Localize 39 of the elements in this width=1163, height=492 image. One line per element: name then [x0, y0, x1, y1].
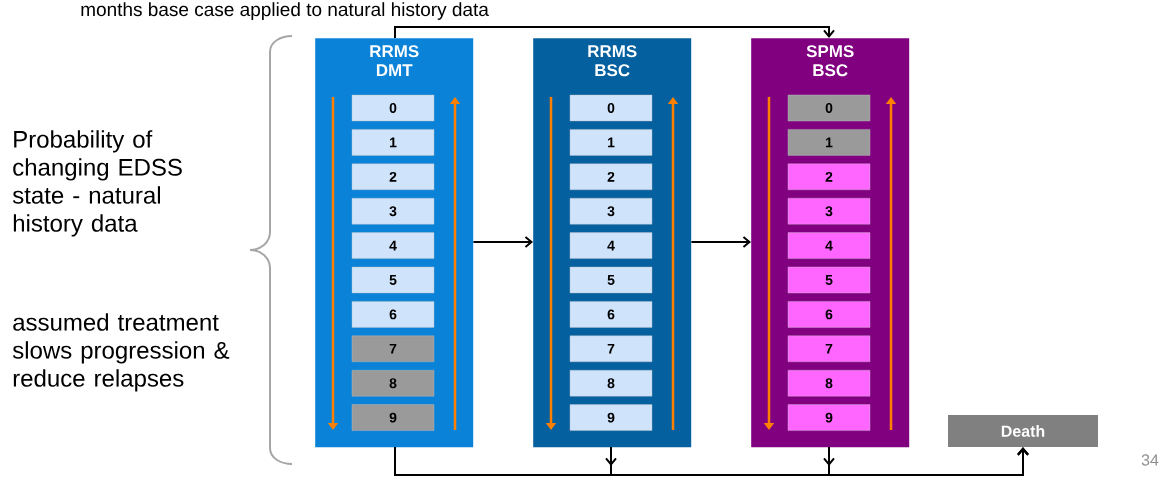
arrow — [823, 446, 1029, 476]
state-box: 6 — [787, 301, 871, 328]
state-box: 9 — [787, 404, 871, 431]
death-box: Death — [948, 415, 1098, 447]
state-box: 0 — [787, 94, 871, 122]
state-box: 6 — [351, 301, 435, 328]
state-box: 8 — [569, 370, 653, 397]
state-box: 3 — [351, 198, 435, 225]
state-box: 3 — [569, 198, 653, 225]
state-box: 6 — [569, 301, 653, 328]
state-box: 1 — [351, 129, 435, 156]
state-box: 0 — [569, 94, 653, 122]
page-number: 34 — [1141, 454, 1159, 466]
state-box: 7 — [569, 335, 653, 362]
state-box: 5 — [569, 266, 653, 294]
state-box: 1 — [569, 129, 653, 156]
note-text: Probability of changing EDSS state - natural history data — [12, 130, 182, 237]
heading-text: months base case applied to natural history data — [81, 2, 489, 20]
state-box: 2 — [787, 163, 871, 190]
state-box: 1 — [787, 129, 871, 156]
state-box: 0 — [351, 94, 435, 122]
state-box: 8 — [787, 370, 871, 397]
state-box: 5 — [787, 266, 871, 294]
state-box: 4 — [351, 232, 435, 259]
state-box: 2 — [569, 163, 653, 190]
state-box: 2 — [351, 163, 435, 190]
state-box: 9 — [351, 404, 435, 431]
state-box: 4 — [569, 232, 653, 259]
note-text: assumed treatment slows progression & reduce relapses — [12, 313, 230, 392]
state-box: 9 — [569, 404, 653, 431]
state-box: 5 — [351, 266, 435, 294]
state-box: 4 — [787, 232, 871, 259]
state-box: 3 — [787, 198, 871, 225]
arrow — [472, 236, 533, 248]
state-box: 8 — [351, 370, 435, 397]
arrow — [690, 236, 751, 248]
state-box: 7 — [787, 335, 871, 362]
state-box: 7 — [351, 335, 435, 362]
arrow — [394, 26, 835, 39]
